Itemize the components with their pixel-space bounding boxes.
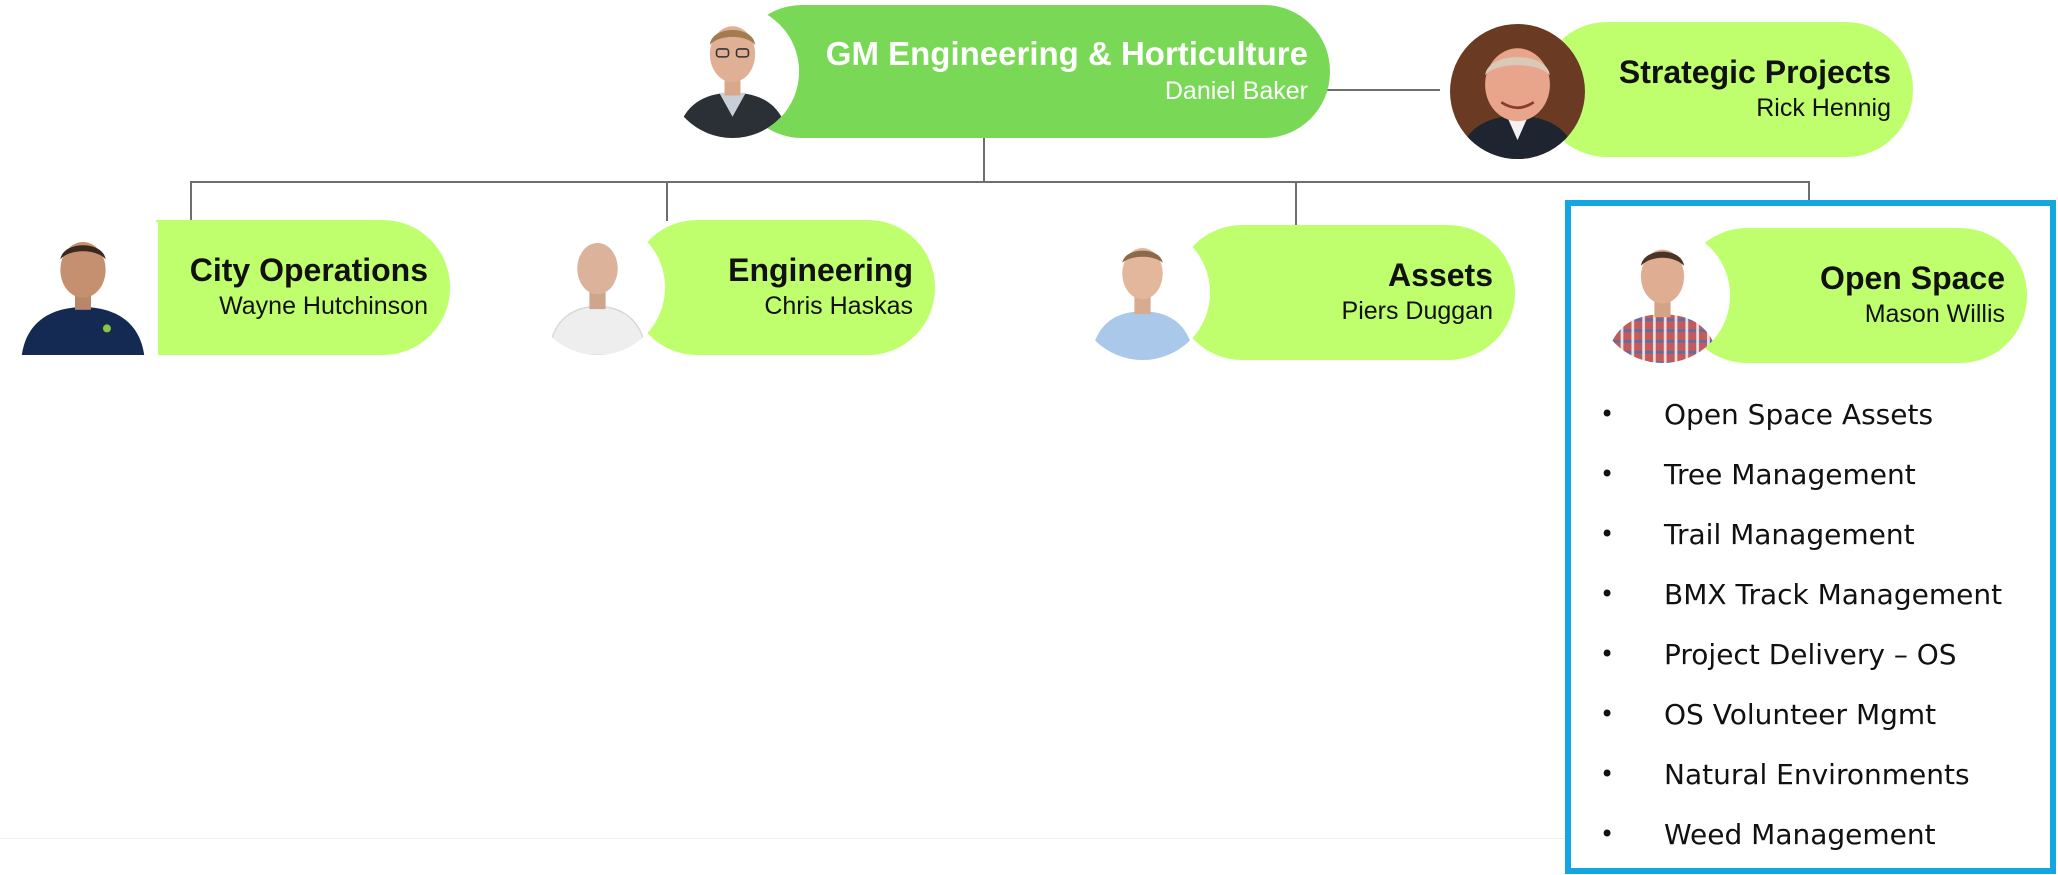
function-label: OS Volunteer Mgmt <box>1664 697 1937 731</box>
engineering-name: Chris Haskas <box>764 292 913 321</box>
list-item: • Tree Management <box>1600 444 2002 504</box>
assets-name: Piers Duggan <box>1341 297 1493 326</box>
drop-connector-engineering <box>666 181 668 221</box>
side-connector-strategic-projects <box>1322 89 1440 91</box>
bullet-icon: • <box>1600 520 1615 548</box>
open-space-card: Open Space Mason Willis <box>1595 228 2027 363</box>
person-photo-icon <box>530 220 665 355</box>
bullet-icon: • <box>1600 760 1615 788</box>
list-item: • Natural Environments <box>1600 744 2002 804</box>
assets-pill: Assets Piers Duggan <box>1175 225 1515 360</box>
open-space-title: Open Space <box>1820 259 2005 296</box>
open-space-function-list: • Open Space Assets • Tree Management • Tra… <box>1600 384 2002 864</box>
bullet-icon: • <box>1600 700 1615 728</box>
department-bus-connector <box>190 181 1810 183</box>
function-label: Trail Management <box>1664 517 1915 551</box>
strategic-projects-name: Rick Hennig <box>1756 94 1891 123</box>
bullet-icon: • <box>1600 400 1615 428</box>
bullet-icon: • <box>1600 580 1615 608</box>
person-photo-icon <box>1595 228 1730 363</box>
list-item: • OS Volunteer Mgmt <box>1600 684 2002 744</box>
drop-connector-city-operations <box>190 181 192 221</box>
head-down-connector <box>983 137 985 182</box>
head-pill: GM Engineering & Horticulture Daniel Bak… <box>736 5 1330 138</box>
strategic-projects-title: Strategic Projects <box>1618 53 1891 90</box>
list-item: • Open Space Assets <box>1600 384 2002 444</box>
list-item: • BMX Track Management <box>1600 564 2002 624</box>
list-item: • Weed Management <box>1600 804 2002 864</box>
function-label: Project Delivery – OS <box>1664 637 1957 671</box>
open-space-pill: Open Space Mason Willis <box>1680 228 2027 363</box>
engineering-card: Engineering Chris Haskas <box>530 220 935 355</box>
person-photo-icon <box>666 5 799 138</box>
strategic-projects-pill: Strategic Projects Rick Hennig <box>1540 22 1913 157</box>
list-item: • Project Delivery – OS <box>1600 624 2002 684</box>
function-label: Tree Management <box>1664 457 1916 491</box>
city-operations-name: Wayne Hutchinson <box>219 292 428 321</box>
head-title: GM Engineering & Horticulture <box>825 35 1308 73</box>
city-operations-title: City Operations <box>189 251 428 288</box>
engineering-pill: Engineering Chris Haskas <box>630 220 935 355</box>
function-label: Weed Management <box>1664 817 1936 851</box>
city-operations-card: City Operations Wayne Hutchinson <box>8 220 450 355</box>
list-item: • Trail Management <box>1600 504 2002 564</box>
function-label: Open Space Assets <box>1664 397 1934 431</box>
drop-connector-assets <box>1295 181 1297 226</box>
assets-card: Assets Piers Duggan <box>1075 225 1515 360</box>
engineering-title: Engineering <box>728 251 913 288</box>
open-space-name: Mason Willis <box>1864 300 2005 329</box>
function-label: Natural Environments <box>1664 757 1970 791</box>
city-operations-pill: City Operations Wayne Hutchinson <box>156 220 450 355</box>
bullet-icon: • <box>1600 460 1615 488</box>
strategic-projects-card: Strategic Projects Rick Hennig <box>1450 22 1913 159</box>
assets-title: Assets <box>1388 256 1493 293</box>
person-photo-icon <box>1450 24 1585 159</box>
person-photo-icon <box>8 222 158 355</box>
divider <box>0 838 1565 839</box>
head-name: Daniel Baker <box>1164 76 1308 105</box>
person-photo-icon <box>1075 225 1210 360</box>
bullet-icon: • <box>1600 820 1615 848</box>
function-label: BMX Track Management <box>1664 577 2003 611</box>
head-card: GM Engineering & Horticulture Daniel Bak… <box>666 5 1330 138</box>
bullet-icon: • <box>1600 640 1615 668</box>
